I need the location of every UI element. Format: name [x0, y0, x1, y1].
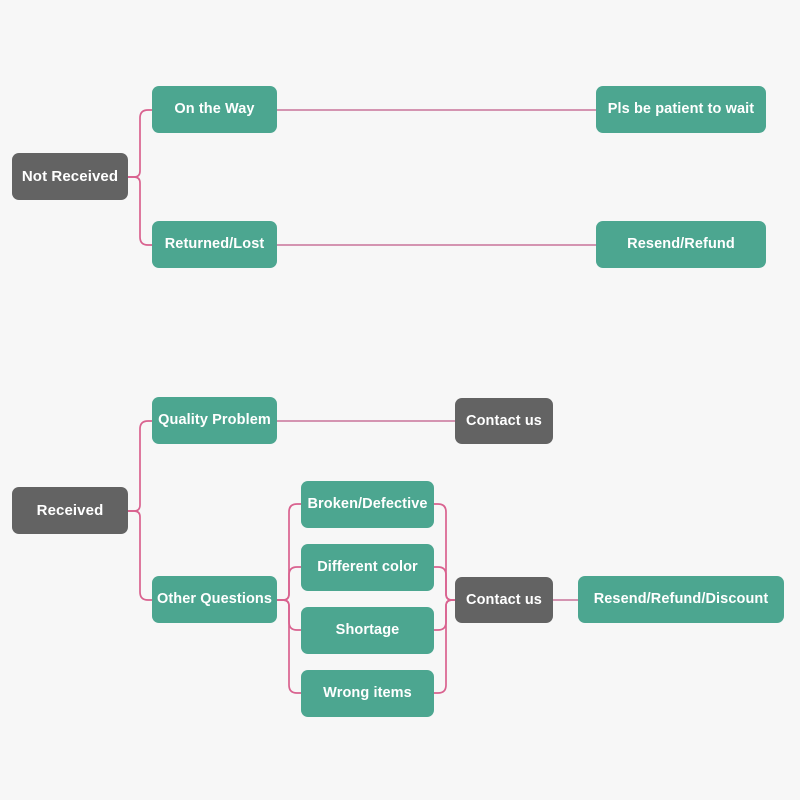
node-resend-refund[interactable]: Resend/Refund — [596, 221, 766, 268]
node-contact-us-quality[interactable]: Contact us — [455, 398, 553, 444]
node-different-color-label: Different color — [317, 559, 418, 576]
edge-received-quality — [127, 420, 153, 512]
edge-shortage-contact — [433, 599, 456, 631]
node-contact-us-other[interactable]: Contact us — [455, 577, 553, 623]
edge-not-received-split — [127, 109, 153, 178]
node-received-label: Received — [36, 501, 104, 519]
node-shortage[interactable]: Shortage — [301, 607, 434, 654]
node-shortage-label: Shortage — [335, 622, 400, 639]
edge-not-received-returned — [127, 176, 153, 246]
edge-other-different-color — [276, 566, 302, 601]
node-resend-refund-label: Resend/Refund — [627, 236, 735, 253]
node-resend-refund-discount[interactable]: Resend/Refund/Discount — [578, 576, 784, 623]
node-on-the-way[interactable]: On the Way — [152, 86, 277, 133]
node-pls-be-patient-to-wait[interactable]: Pls be patient to wait — [596, 86, 766, 133]
edge-different-color-contact — [433, 566, 456, 601]
node-broken-defective[interactable]: Broken/Defective — [301, 481, 434, 528]
edge-wrong-items-contact — [433, 599, 456, 694]
edge-other-wrong-items — [276, 599, 302, 694]
node-wrong-items[interactable]: Wrong items — [301, 670, 434, 717]
edge-other-shortage — [276, 599, 302, 631]
node-quality-problem-label: Quality Problem — [158, 412, 271, 429]
node-not-received[interactable]: Not Received — [12, 153, 128, 200]
node-not-received-label: Not Received — [21, 167, 119, 185]
node-on-the-way-label: On the Way — [174, 101, 255, 118]
node-pls-be-patient-to-wait-label: Pls be patient to wait — [607, 101, 755, 118]
node-wrong-items-label: Wrong items — [323, 685, 412, 702]
edge-received-other — [127, 510, 153, 601]
node-returned-lost[interactable]: Returned/Lost — [152, 221, 277, 268]
edge-other-broken — [276, 503, 302, 601]
node-contact-us-other-label: Contact us — [466, 591, 542, 608]
node-other-questions[interactable]: Other Questions — [152, 576, 277, 623]
node-quality-problem[interactable]: Quality Problem — [152, 397, 277, 444]
node-different-color[interactable]: Different color — [301, 544, 434, 591]
node-contact-us-quality-label: Contact us — [466, 412, 542, 429]
node-received[interactable]: Received — [12, 487, 128, 534]
node-resend-refund-discount-label: Resend/Refund/Discount — [593, 591, 769, 608]
node-other-questions-label: Other Questions — [156, 591, 273, 608]
node-broken-defective-label: Broken/Defective — [307, 496, 428, 513]
edge-broken-contact — [433, 503, 456, 601]
node-returned-lost-label: Returned/Lost — [164, 236, 265, 253]
